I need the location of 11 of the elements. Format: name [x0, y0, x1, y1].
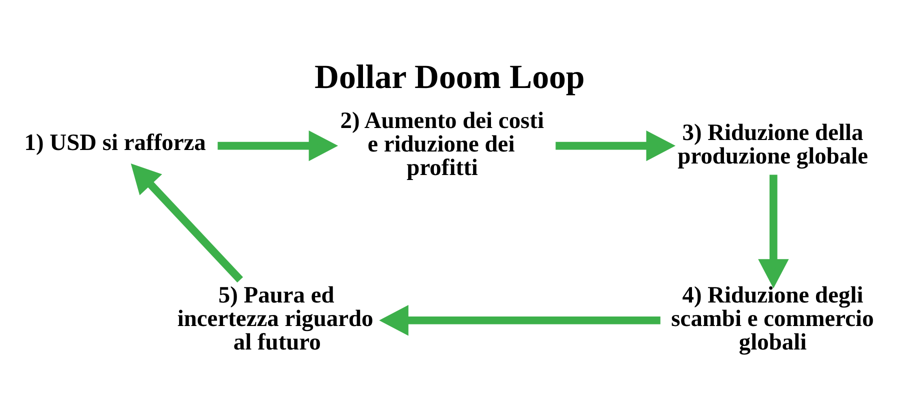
arrow: [218, 130, 338, 162]
node-text: 3) Riduzione della produzione globale: [678, 120, 868, 170]
node-text: 1) USD si rafforza: [24, 130, 206, 156]
node-text: 4) Riduzione degli scambi e commercio globali: [671, 282, 874, 356]
arrow: [379, 305, 660, 336]
diagram-title: Dollar Doom Loop: [314, 59, 585, 96]
node-text: 5) Paura ed incertezza riguardo al futuro: [177, 282, 374, 356]
arrow: [130, 163, 243, 282]
node-text: 2) Aumento dei costi e riduzione dei profitti: [340, 108, 544, 181]
arrow: [556, 130, 676, 162]
arrow: [758, 174, 789, 288]
